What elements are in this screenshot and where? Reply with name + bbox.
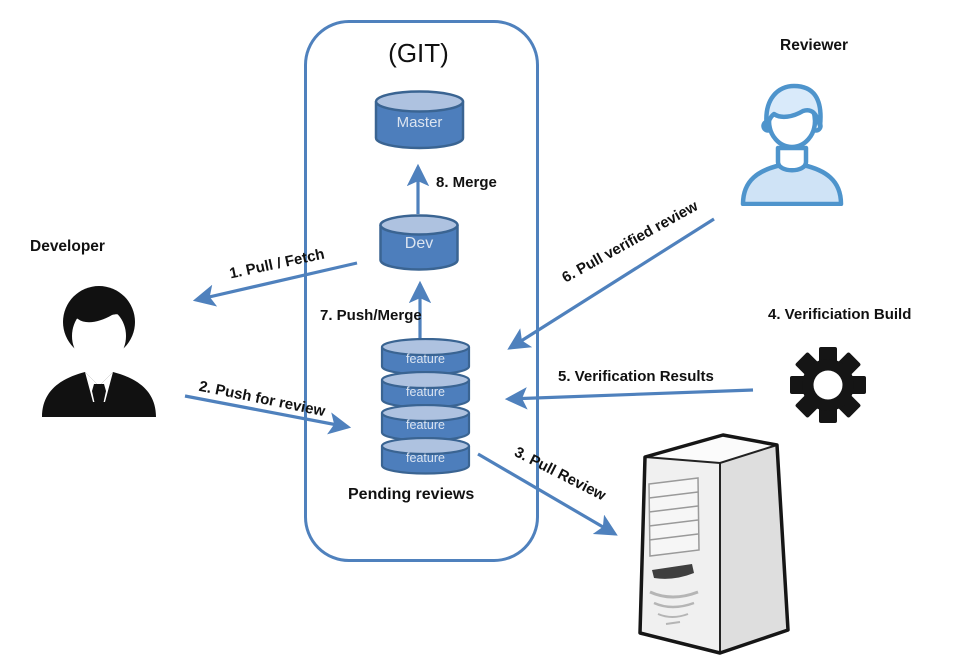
feature-branch-cylinder: feature <box>379 370 472 409</box>
master-branch-label: Master <box>396 114 443 131</box>
feature-branch-label: feature <box>406 418 445 432</box>
dev-branch-cylinder: Dev <box>378 214 460 272</box>
step-7-label: 7. Push/Merge <box>320 307 422 324</box>
git-title: (GIT) <box>388 38 449 68</box>
feature-branch-label: feature <box>406 385 445 399</box>
step-4-label: 4. Verificiation Build <box>768 306 912 323</box>
database-cylinder-icon <box>379 214 459 271</box>
feature-branch-label: feature <box>406 352 445 366</box>
master-branch-cylinder: Master <box>373 90 466 151</box>
pending-reviews-label: Pending reviews <box>348 486 475 503</box>
step-8-label: 8. Merge <box>436 174 497 191</box>
gear-icon <box>790 347 866 423</box>
developer-label: Developer <box>30 238 105 255</box>
flow-arrow-5-verification-results <box>504 387 754 410</box>
dev-branch-label: Dev <box>404 235 434 252</box>
reviewer-icon <box>740 83 844 206</box>
feature-branch-cylinder: feature <box>379 403 472 442</box>
developer-icon <box>42 286 156 417</box>
step-5-label: 5. Verification Results <box>558 368 714 385</box>
feature-branch-label: feature <box>406 451 445 465</box>
reviewer-label: Reviewer <box>780 37 849 54</box>
feature-branch-cylinder: feature <box>379 436 472 475</box>
database-cylinder-icon <box>374 90 465 150</box>
flow-arrow-6-pull-verified-review <box>507 217 715 350</box>
jenkins-server-icon <box>638 433 790 655</box>
step-6-label: 6. Pull verified review <box>559 197 701 287</box>
